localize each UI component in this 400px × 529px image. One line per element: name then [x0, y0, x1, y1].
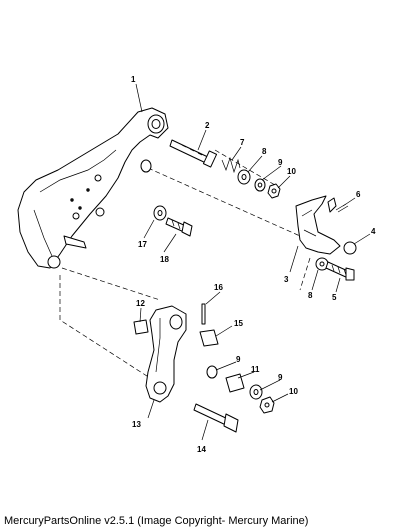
lever-assembly-part — [295, 195, 341, 255]
spacer-part — [225, 373, 245, 393]
lower-arm-part — [145, 305, 187, 403]
callout-leader-lines — [135, 83, 371, 441]
callout-7: 7 — [240, 138, 245, 147]
callout-18: 18 — [160, 255, 169, 264]
callout-8-top: 8 — [262, 147, 267, 156]
exploded-parts-diagram: 1 2 7 8 9 10 6 4 3 8 5 17 18 16 12 15 9 … — [17, 75, 376, 454]
bolt-part-18 — [165, 217, 193, 237]
lockwasher-part-top — [254, 178, 266, 192]
callout-15: 15 — [234, 319, 243, 328]
cotter-pin-part — [335, 203, 349, 213]
callout-9-top: 9 — [278, 158, 283, 167]
nut-part-lower — [259, 396, 275, 414]
callout-16: 16 — [214, 283, 223, 292]
callout-1: 1 — [131, 75, 136, 84]
callout-3: 3 — [284, 275, 289, 284]
callout-10-lower: 10 — [289, 387, 298, 396]
cap-part — [343, 241, 357, 255]
callout-8-lever: 8 — [308, 291, 313, 300]
clip-part — [133, 319, 149, 335]
callout-14: 14 — [197, 445, 206, 454]
washer-part-17 — [153, 205, 167, 221]
callout-2: 2 — [205, 121, 210, 130]
callout-13: 13 — [132, 420, 141, 429]
long-bolt-part — [169, 139, 218, 168]
washer-part-middle — [206, 365, 218, 379]
callout-12: 12 — [136, 299, 145, 308]
nut-part-top — [267, 183, 281, 199]
callout-4: 4 — [371, 227, 376, 236]
bolt-part-5 — [325, 261, 355, 281]
callout-9-middle: 9 — [236, 355, 241, 364]
callout-5: 5 — [332, 293, 337, 302]
callout-10-top: 10 — [287, 167, 296, 176]
washer-part-lower — [249, 384, 263, 400]
washer-part-top — [237, 169, 251, 185]
callout-9-lower: 9 — [278, 373, 283, 382]
image-copyright-caption: MercuryPartsOnline v2.5.1 (Image Copyrig… — [4, 515, 309, 527]
bolt-part-14 — [193, 403, 239, 433]
roll-pin-part — [201, 303, 206, 325]
assembly-dashed-lines — [59, 149, 311, 379]
callout-17: 17 — [138, 240, 147, 249]
main-bracket-part — [17, 107, 169, 269]
callout-labels: 1 2 7 8 9 10 6 4 3 8 5 17 18 16 12 15 9 … — [131, 75, 376, 454]
pin-part — [199, 329, 219, 347]
spring-part — [221, 156, 241, 174]
callout-11: 11 — [251, 365, 260, 374]
callout-6: 6 — [356, 190, 361, 199]
